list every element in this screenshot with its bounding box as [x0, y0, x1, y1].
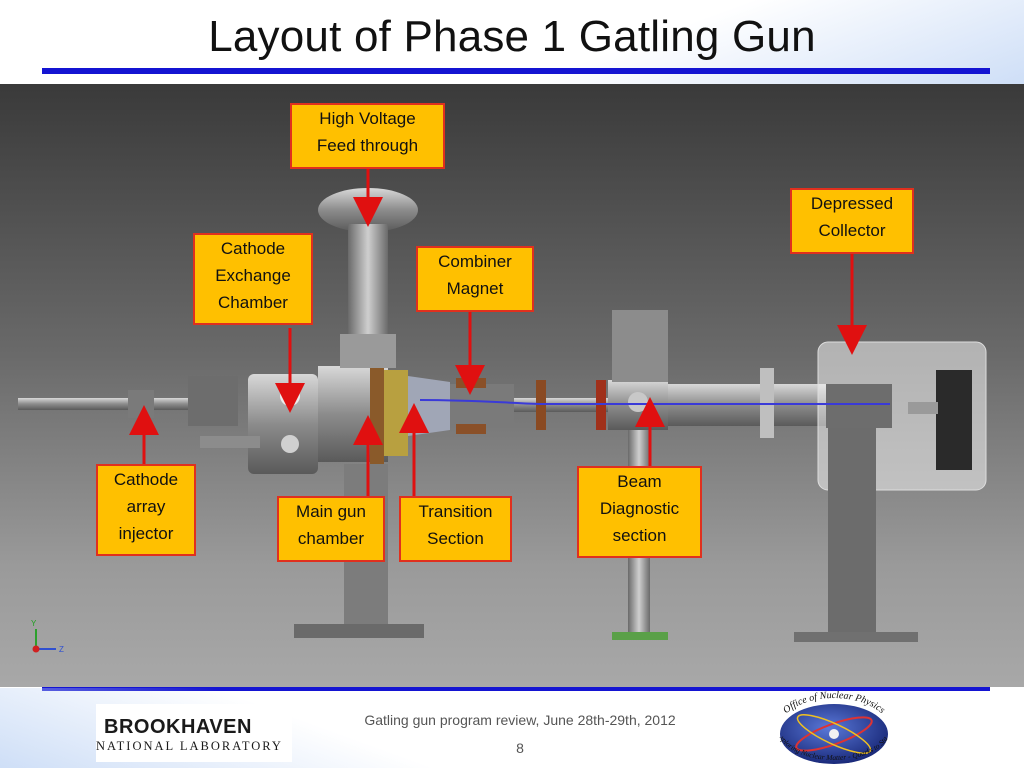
combiner-body — [450, 384, 514, 428]
callout-cathode-array-injector: Cathode array injector — [96, 464, 196, 556]
hv-base — [340, 334, 396, 368]
brookhaven-logo: BROOKHAVEN NATIONAL LABORATORY — [96, 704, 292, 762]
callout-cathode-exchange: Cathode Exchange Chamber — [193, 233, 313, 325]
diagnostic-foot — [612, 632, 668, 640]
axis-y-label: Y — [31, 619, 37, 628]
collector-base — [794, 632, 918, 642]
electron-beam-trace — [419, 399, 890, 405]
hv-column — [348, 224, 388, 344]
onp-orbit-gold — [796, 714, 872, 754]
brookhaven-logo-wordmark: BROOKHAVEN — [104, 716, 252, 738]
callout-beam-diagnostic: Beam Diagnostic section — [577, 466, 702, 558]
brookhaven-logo-subtitle: NATIONAL LABORATORY — [96, 739, 283, 753]
collector-core — [826, 384, 892, 428]
footer-event-text: Gatling gun program review, June 28th-29… — [364, 712, 676, 728]
office-of-nuclear-physics-logo: Office of Nuclear Physics Exploring Nucl… — [766, 690, 890, 764]
title-underline — [42, 68, 990, 74]
side-rod — [200, 436, 260, 448]
gun-assembly-drawing: Y Z — [18, 168, 987, 654]
axis-triad: Y Z — [31, 619, 64, 654]
anode-ring — [384, 370, 408, 456]
onp-orbit-red — [795, 716, 873, 752]
cad-layout-image: Y Z High Voltage Feed through Cathode Ex… — [0, 84, 1024, 687]
combiner-coil-bottom — [456, 424, 486, 434]
slide-title: Layout of Phase 1 Gatling Gun — [208, 12, 816, 61]
collector-rod — [908, 402, 938, 414]
main-stand-base — [294, 624, 424, 638]
onp-nucleus — [829, 729, 839, 739]
callout-high-voltage: High Voltage Feed through — [290, 103, 445, 169]
injector-flange — [128, 390, 154, 418]
injector-rod — [18, 398, 188, 410]
injector-housing — [188, 376, 238, 426]
page-number: 8 — [516, 740, 524, 756]
callout-main-gun-chamber: Main gun chamber — [277, 496, 385, 562]
callout-combiner-magnet: Combiner Magnet — [416, 246, 534, 312]
cathode-stack — [370, 364, 384, 464]
callout-depressed-collector: Depressed Collector — [790, 188, 914, 254]
axis-z-label: Z — [59, 645, 64, 654]
collector-insulator — [828, 428, 876, 634]
callout-transition-section: Transition Section — [399, 496, 512, 562]
exchange-port-lower — [281, 435, 299, 453]
diagnostic-actuator — [612, 310, 668, 382]
collector-cylinder — [936, 370, 972, 470]
diagnostic-viewport — [628, 392, 648, 412]
